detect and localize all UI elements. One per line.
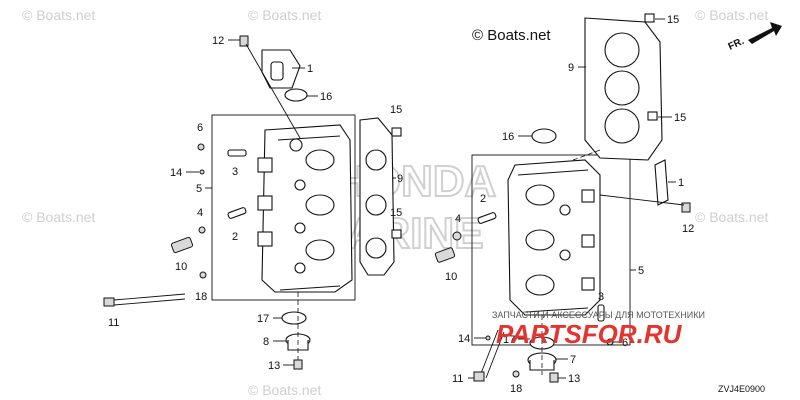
- callout-7: 7: [570, 354, 576, 366]
- watermark-mid-right: © Boats.net: [695, 209, 768, 225]
- front-direction-arrow: FR.: [727, 22, 782, 53]
- callout-6-left: 6: [197, 122, 203, 134]
- callout-3-right: 3: [598, 291, 604, 303]
- callout-15-mid: 15: [390, 207, 402, 219]
- right-plug-10: [434, 247, 456, 263]
- banner-text: ЗАПЧАСТИ И АКСЕССУАРЫ ДЛЯ МОТОТЕХНИКИ: [492, 310, 705, 320]
- callout-6-right: 6: [622, 337, 628, 349]
- left-plug-10: [170, 236, 194, 254]
- watermark-top-left: © Boats.net: [22, 7, 95, 23]
- callout-1-right: 1: [678, 177, 684, 189]
- callout-11-left: 11: [108, 317, 119, 329]
- left-long-bolt-11: [103, 293, 186, 307]
- callout-18-left: 18: [195, 291, 207, 303]
- callout-18-right: 18: [510, 383, 522, 395]
- left-oring-14: [199, 169, 205, 175]
- mid-dowel-15: [391, 229, 402, 239]
- left-pin-4: [198, 226, 206, 234]
- callout-2-right: 2: [480, 193, 486, 205]
- callout-16-left: 16: [320, 91, 332, 103]
- left-cylinder-head: [257, 124, 353, 293]
- right-pin-2: [477, 212, 497, 224]
- callout-14-left: 14: [170, 167, 182, 179]
- left-pin-3: [227, 149, 247, 157]
- right-oring-14: [485, 335, 491, 341]
- watermark-top-center: © Boats.net: [248, 7, 321, 23]
- callout-15-left: 15: [390, 104, 402, 116]
- left-head-gasket: [359, 117, 395, 276]
- right-pin-3: [597, 304, 605, 322]
- right-plug-18: [512, 370, 520, 378]
- callout-2-left: 2: [232, 231, 238, 243]
- callout-5-right: 5: [638, 265, 644, 277]
- right-head-gasket: [584, 17, 663, 161]
- callout-15-right: 15: [674, 112, 686, 124]
- watermark-bottom-center: © Boats.net: [248, 382, 321, 398]
- callout-4-left: 4: [197, 207, 203, 219]
- callout-13-right: 13: [568, 373, 580, 385]
- left-head-bounding-box: [211, 114, 356, 301]
- callout-17-right: 17: [503, 334, 515, 346]
- fr-arrow-icon: [748, 22, 782, 44]
- callout-12-right: 12: [682, 223, 694, 235]
- right-dowel-15: [647, 111, 658, 121]
- left-seal-16: [284, 88, 308, 102]
- watermark-mid-left: © Boats.net: [22, 209, 95, 225]
- brand-logo: PARTSFOR.RU: [496, 319, 683, 349]
- callout-5-left: 5: [196, 183, 202, 195]
- callout-15-top: 15: [667, 14, 679, 26]
- left-bolt-13: [293, 359, 303, 370]
- left-dowel-15: [391, 127, 402, 137]
- left-bolt-12: [239, 35, 249, 47]
- callout-13-left: 13: [268, 360, 280, 372]
- fr-label: FR.: [727, 36, 746, 53]
- right-bolt-13: [549, 372, 559, 383]
- right-long-bolt-11: [473, 329, 505, 382]
- callout-10-right: 10: [445, 271, 457, 283]
- callout-1-left: 1: [307, 63, 313, 75]
- callout-10-left: 10: [175, 261, 187, 273]
- right-bracket: [654, 159, 669, 206]
- callout-9-left: 9: [397, 173, 403, 185]
- right-dowel-15-top: [644, 13, 655, 23]
- callout-layer: 12 1 16 6 3 14 5 4 2 10 18 11 15 9 15 17…: [108, 14, 694, 395]
- left-pin-2: [227, 207, 247, 219]
- callout-14-right: 14: [458, 333, 470, 345]
- watermark-top-right: © Boats.net: [695, 7, 768, 23]
- right-pin-4: [452, 231, 462, 241]
- diagram-code: ZVJ4E0900: [718, 384, 765, 394]
- left-oring-17: [281, 311, 307, 325]
- watermark-main: © Boats.net: [472, 27, 551, 44]
- right-seal-16: [531, 128, 557, 144]
- callout-8: 8: [263, 336, 269, 348]
- left-plug-6: [197, 143, 205, 151]
- callout-12-left: 12: [212, 35, 224, 47]
- callout-11-right: 11: [452, 373, 463, 385]
- callout-9-right: 9: [568, 62, 574, 74]
- left-plug-18: [199, 271, 207, 279]
- callout-16-right: 16: [502, 131, 514, 143]
- callout-4-right: 4: [455, 213, 461, 225]
- right-cylinder-head: [507, 159, 601, 316]
- callout-3-left: 3: [232, 166, 238, 178]
- callout-17-left: 17: [257, 313, 269, 325]
- right-bolt-12: [681, 202, 691, 213]
